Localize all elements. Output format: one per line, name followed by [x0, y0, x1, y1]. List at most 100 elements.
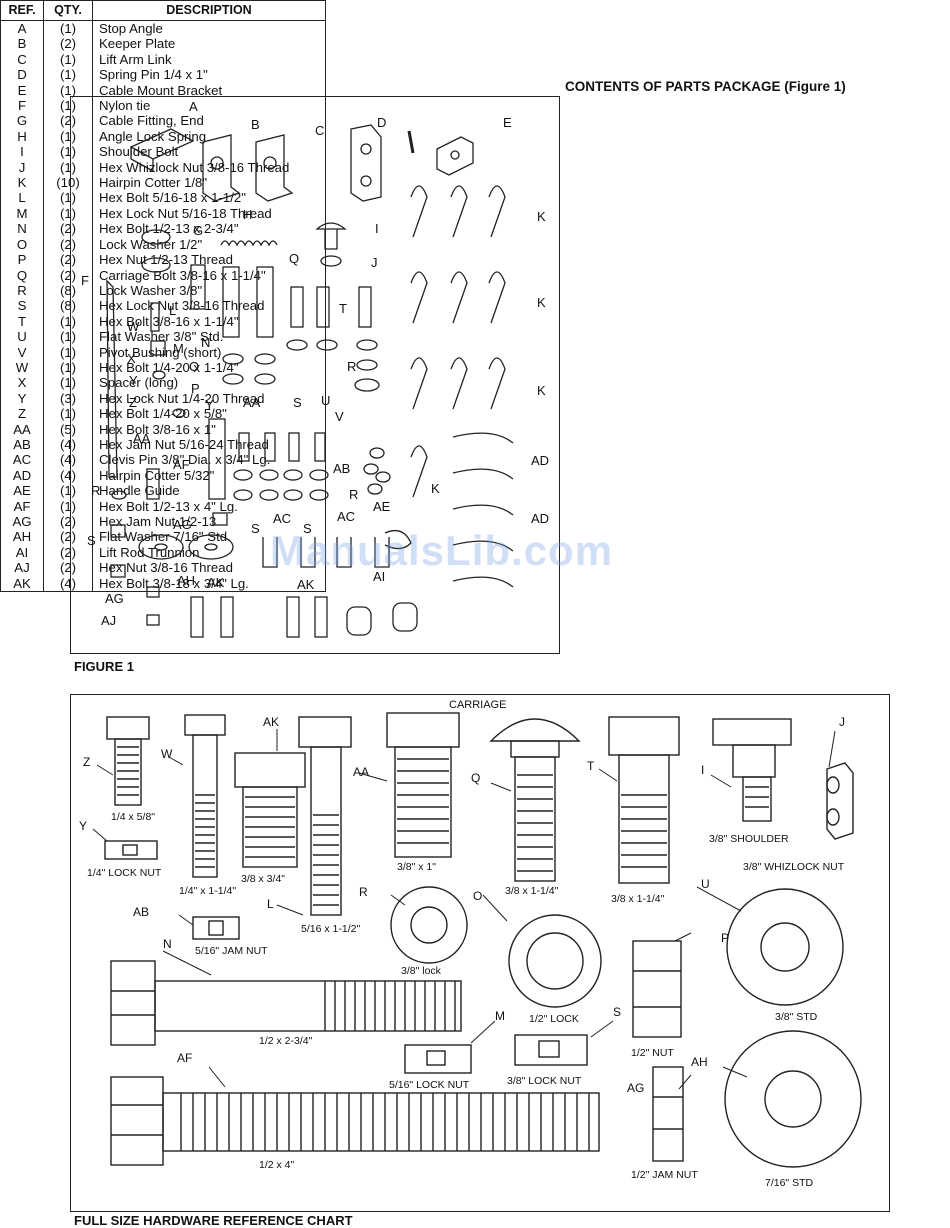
parts-cell-desc: Hex Bolt 5/16-18 x 1-1/2"	[92, 190, 326, 206]
label-u: U	[321, 393, 331, 408]
label-ad-2: AD	[531, 511, 550, 526]
hardware-chart-caption: FULL SIZE HARDWARE REFERENCE CHART	[74, 1213, 353, 1228]
parts-cell-qty: (2)	[43, 252, 93, 268]
parts-cell-qty: (1)	[43, 375, 93, 391]
bolt-i-icon	[712, 718, 792, 822]
parts-table-row: W(1)Hex Bolt 1/4-20 x 1-1/4"	[0, 359, 326, 376]
parts-cell-qty: (4)	[43, 467, 93, 484]
chart-size-z: 1/4 x 5/8"	[111, 811, 156, 823]
washer-nut-icon	[110, 339, 391, 626]
parts-cell-qty: (4)	[43, 575, 93, 593]
parts-cell-qty: (1)	[43, 51, 93, 68]
parts-cell-ref: AK	[0, 575, 44, 593]
parts-cell-ref: R	[0, 282, 44, 299]
parts-cell-desc: Hex Lock Nut 5/16-18 Thread	[92, 205, 326, 222]
parts-cell-ref: Q	[0, 267, 44, 283]
chart-ref-q: Q	[471, 771, 481, 785]
parts-cell-ref: U	[0, 329, 44, 345]
spring-pin-icon	[407, 130, 415, 154]
parts-cell-desc: Spacer (long)	[92, 375, 326, 391]
chart-size-y: 1/4" LOCK NUT	[87, 867, 162, 879]
parts-table-row: X(1)Spacer (long)	[0, 375, 326, 391]
parts-cell-ref: L	[0, 190, 44, 206]
watermark: ManualsLib.com	[270, 527, 614, 574]
nut-ag-icon	[652, 1066, 684, 1162]
bolt-n-icon	[110, 960, 462, 1046]
parts-cell-ref: A	[0, 20, 44, 37]
label-x: X	[127, 351, 136, 366]
parts-cell-desc: Hex Nut 3/8-16 Thread	[92, 560, 326, 576]
chart-size-aa: 3/8" x 1"	[397, 861, 436, 873]
chart-ref-z: Z	[83, 755, 91, 769]
parts-cell-ref: AG	[0, 514, 44, 530]
label-s-2: S	[87, 533, 96, 548]
parts-cell-qty: (4)	[43, 452, 93, 468]
chart-ref-r: R	[359, 885, 368, 899]
parts-cell-qty: (1)	[43, 20, 93, 37]
parts-cell-ref: J	[0, 159, 44, 176]
parts-cell-desc: Hex Bolt 1/4-20 x 5/8"	[92, 406, 326, 422]
bolt-z-icon	[106, 716, 150, 806]
label-ag-2: AG	[105, 591, 124, 606]
label-z: Z	[129, 395, 137, 410]
parts-cell-ref: T	[0, 313, 44, 330]
col-ref-header: REF.	[0, 0, 44, 21]
cable-fitting-icon	[141, 229, 171, 273]
label-b: B	[251, 117, 260, 132]
parts-table-row: B(2)Keeper Plate	[0, 36, 326, 52]
label-ab: AB	[333, 461, 351, 476]
chart-size-u: 3/8" STD	[775, 1011, 818, 1023]
label-r-1: R	[347, 359, 357, 374]
label-k-2: K	[537, 295, 546, 310]
hex-bolt-icon	[146, 264, 372, 638]
parts-cell-desc: Spring Pin 1/4 x 1"	[92, 67, 326, 83]
nut-s-icon	[514, 1034, 588, 1066]
chart-ref-m: M	[495, 1009, 505, 1023]
nylon-tie-icon	[106, 279, 118, 478]
chart-ref-ak: AK	[263, 715, 280, 729]
label-k-1: K	[537, 209, 546, 224]
angle-lock-spring-icon	[220, 240, 278, 247]
small-hairpin-icon	[452, 432, 514, 588]
col-qty-header: QTY.	[43, 0, 93, 21]
parts-cell-desc: Angle Lock Spring	[92, 128, 326, 145]
label-i: I	[375, 221, 379, 236]
keeper-plate-icon	[202, 134, 294, 202]
label-p: P	[191, 381, 200, 396]
chart-ref-p: P	[721, 931, 730, 945]
label-l: L	[169, 303, 177, 318]
label-ak-2: AK	[297, 577, 315, 592]
parts-cell-ref: X	[0, 375, 44, 391]
chart-size-w: 1/4" x 1-1/4"	[179, 885, 237, 897]
parts-cell-ref: AE	[0, 483, 44, 499]
parts-cell-qty: (1)	[43, 190, 93, 206]
parts-cell-ref: M	[0, 205, 44, 222]
label-r-3: R	[349, 487, 359, 502]
label-c: C	[315, 123, 325, 138]
chart-size-ag: 1/2" JAM NUT	[631, 1169, 698, 1181]
label-t: T	[339, 301, 347, 316]
chart-size-ah: 7/16" STD	[765, 1177, 814, 1189]
parts-cell-ref: P	[0, 252, 44, 268]
parts-cell-qty: (1)	[43, 359, 93, 376]
washer-o-icon	[508, 914, 602, 1008]
parts-cell-qty: (1)	[43, 406, 93, 422]
parts-cell-qty: (2)	[43, 36, 93, 52]
parts-cell-desc: Flat Washer 7/16" Std.	[92, 529, 326, 545]
chart-size-r: 3/8" lock	[401, 965, 441, 977]
nut-p-icon	[632, 940, 682, 1038]
parts-cell-desc: Hex Whizlock Nut 3/8-16 Thread	[92, 159, 326, 176]
nut-m-icon	[404, 1044, 472, 1074]
parts-cell-qty: (2)	[43, 514, 93, 530]
parts-table-row: N(2)Hex Bolt 1/2-13 x 2-3/4"	[0, 221, 326, 237]
label-f: F	[81, 273, 89, 288]
label-s-3: S	[251, 521, 260, 536]
parts-cell-desc: Lock Washer 1/2"	[92, 236, 326, 253]
parts-cell-ref: Y	[0, 390, 44, 407]
parts-cell-qty: (1)	[43, 313, 93, 330]
chart-ref-aa: AA	[353, 765, 370, 779]
washer-ah-icon	[724, 1030, 862, 1168]
parts-cell-desc: Cable Mount Bracket	[92, 82, 326, 99]
parts-cell-desc: Nylon tie	[92, 98, 326, 114]
parts-cell-qty: (2)	[43, 113, 93, 129]
